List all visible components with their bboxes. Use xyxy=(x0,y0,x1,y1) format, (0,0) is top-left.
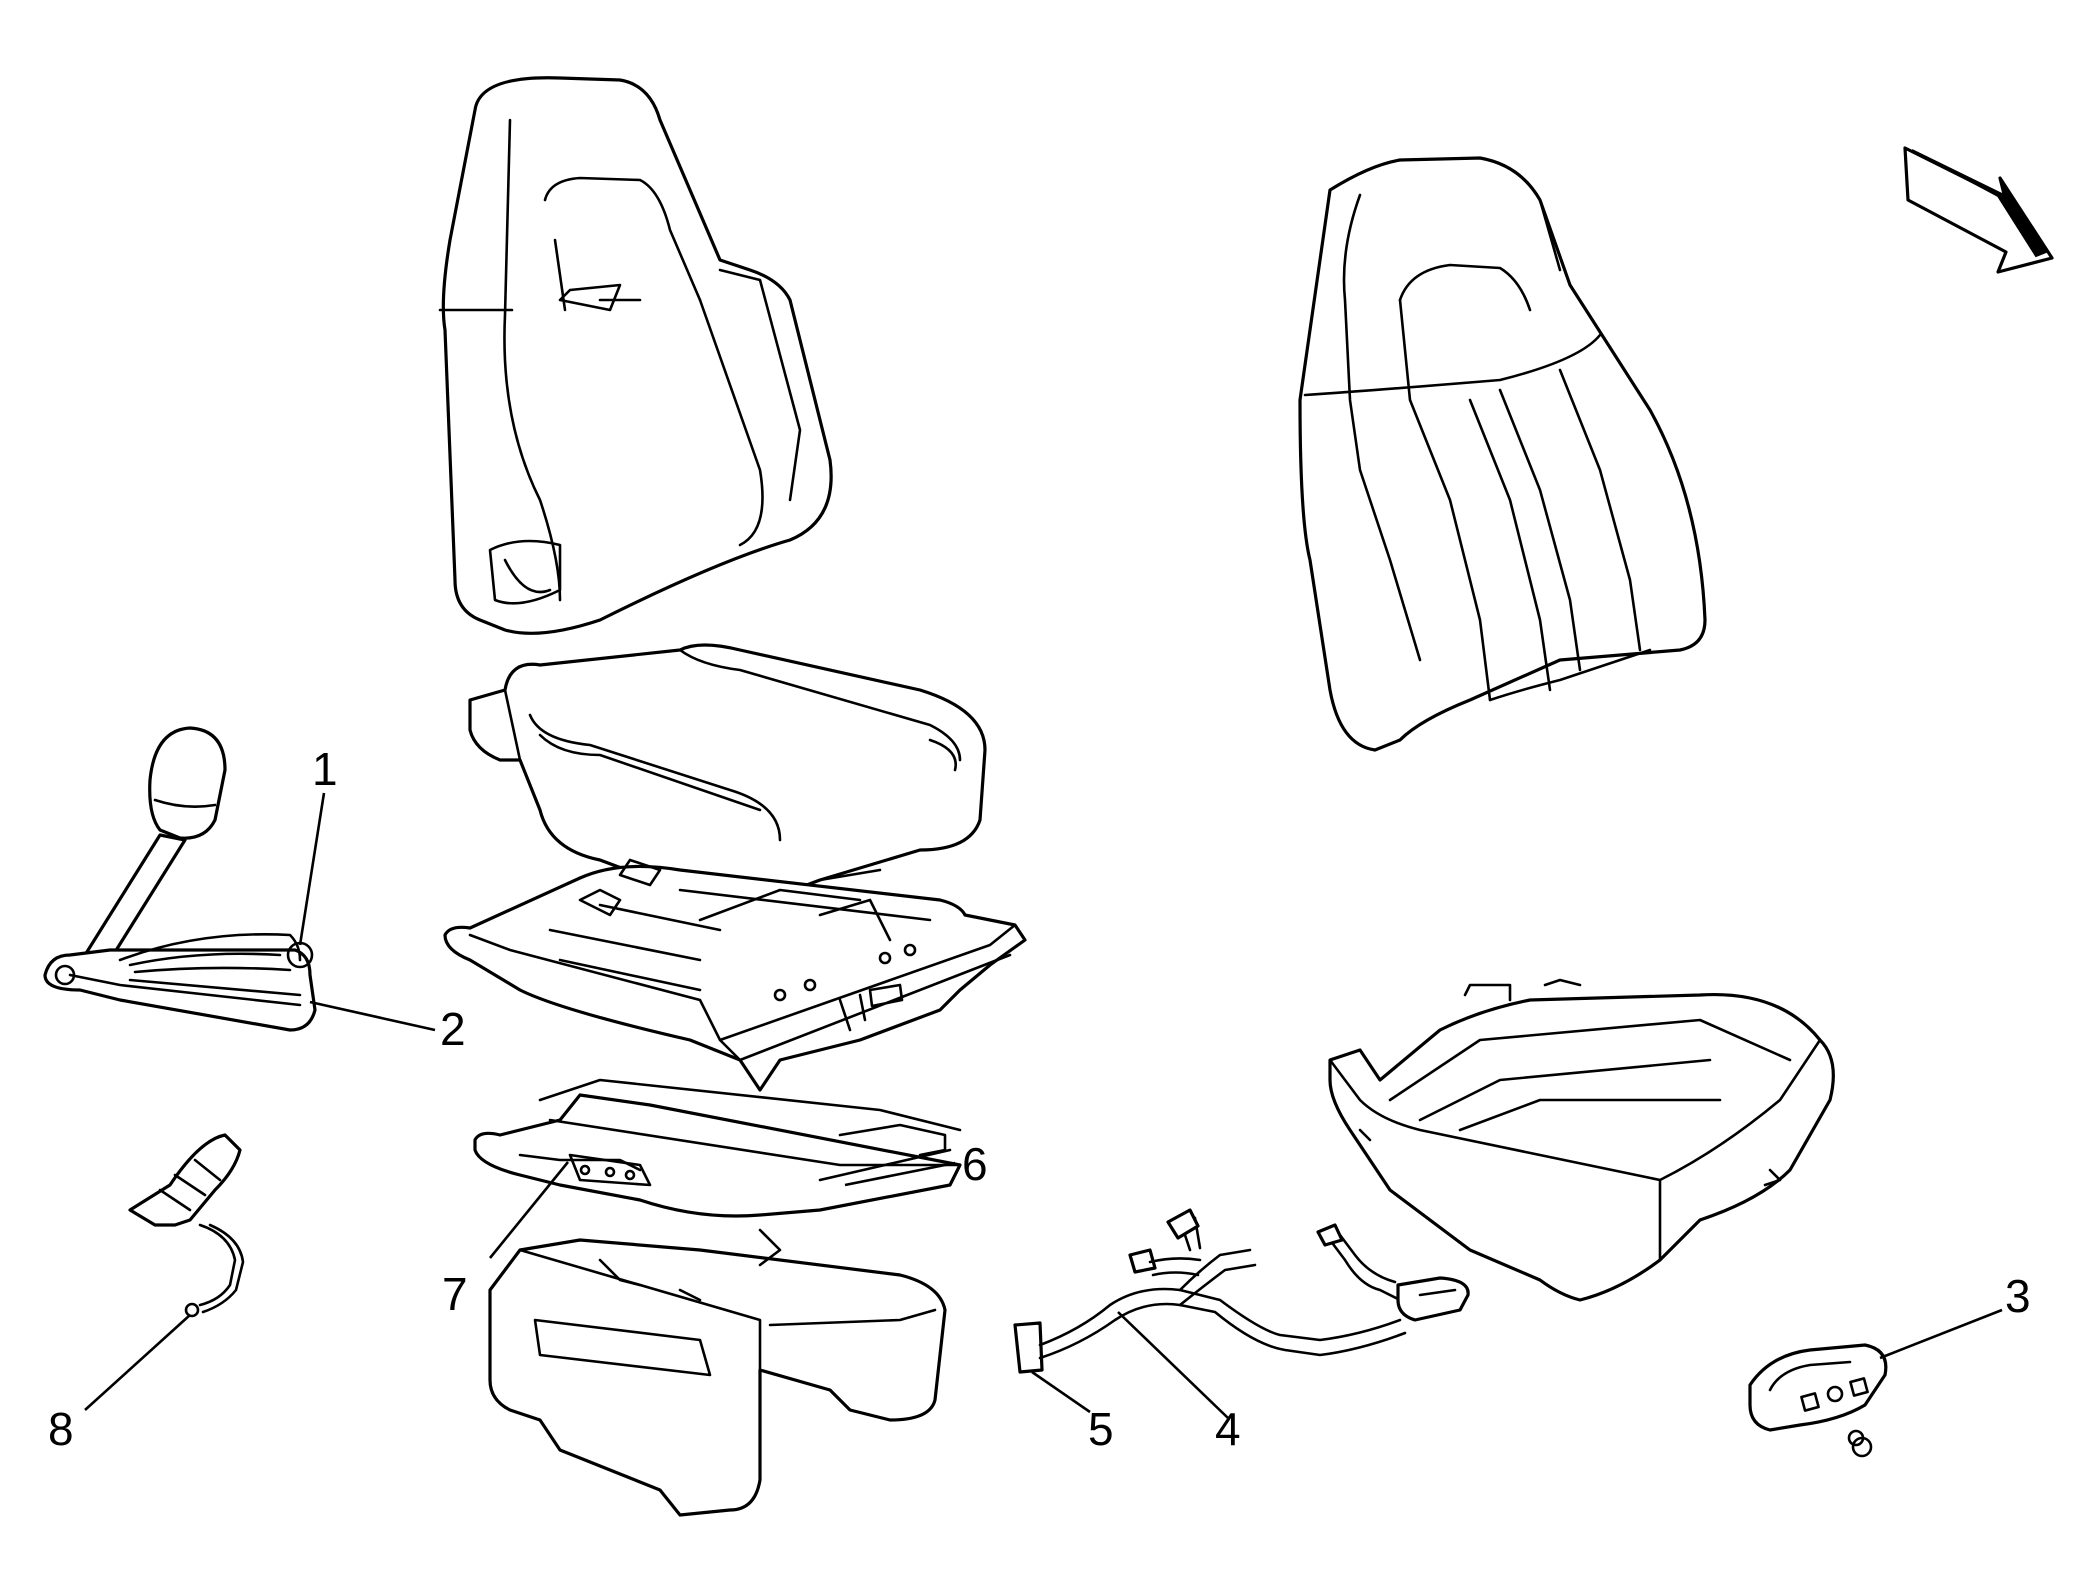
callout-7: 7 xyxy=(442,1268,468,1320)
leader-line-2 xyxy=(309,1000,436,1032)
callout-4: 4 xyxy=(1215,1403,1241,1455)
callout-labels: 1 2 3 4 5 6 7 8 xyxy=(48,743,2031,1455)
leader-line-4 xyxy=(1117,1311,1229,1419)
seat-cushion-left xyxy=(468,643,987,907)
seat-sensor xyxy=(128,1133,245,1318)
seat-belt-buckle xyxy=(43,726,317,1032)
seat-switch xyxy=(1748,1343,1888,1458)
leader-line-6 xyxy=(844,1161,956,1187)
leader-line-1 xyxy=(298,792,326,946)
leader-line-5 xyxy=(1031,1370,1091,1414)
leader-lines xyxy=(84,792,2003,1419)
callout-5: 5 xyxy=(1088,1403,1114,1455)
front-direction-arrow-icon xyxy=(1903,146,2054,274)
callout-1: 1 xyxy=(312,743,338,795)
callout-8: 8 xyxy=(48,1403,74,1455)
seat-cushion-right xyxy=(1328,978,1835,1302)
seat-riser-left xyxy=(488,1228,947,1517)
leader-line-3 xyxy=(1879,1308,2003,1360)
seat-frame-left xyxy=(443,858,1027,1092)
leader-line-7 xyxy=(488,1161,570,1259)
callout-3: 3 xyxy=(2005,1270,2031,1322)
callout-6: 6 xyxy=(962,1138,988,1190)
seat-adjuster-left xyxy=(473,1078,962,1218)
leader-line-8 xyxy=(84,1314,191,1411)
callout-2: 2 xyxy=(440,1003,466,1055)
seat-back-left xyxy=(438,76,833,635)
wiring-harness xyxy=(1013,1208,1470,1374)
seat-back-right xyxy=(1298,156,1707,752)
